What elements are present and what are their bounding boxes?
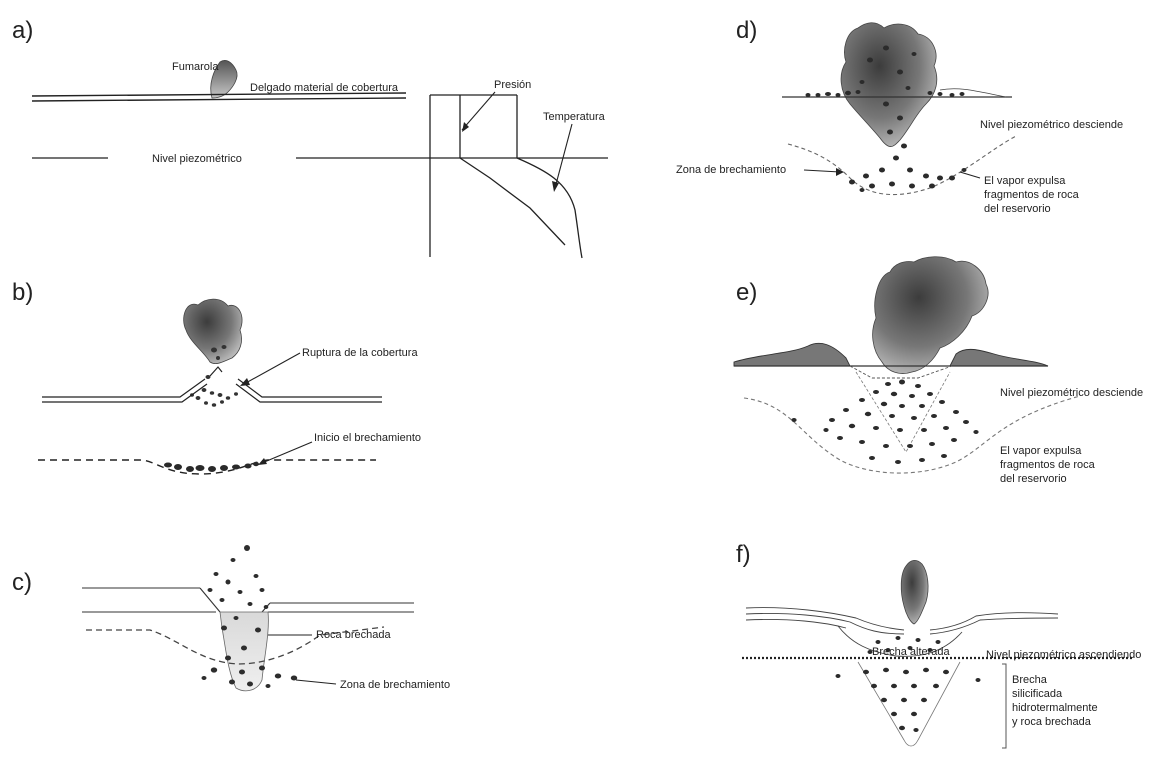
- breccia-cone-f: [858, 662, 960, 746]
- zona-brechamiento-d-arrow: [804, 170, 840, 172]
- panel-b: b) Ruptura de la cobertura: [12, 279, 421, 474]
- ejecta-mound-left: [734, 343, 850, 366]
- silicificada-line3: hidrotermalmente: [1012, 702, 1098, 714]
- breccia-start-b: [164, 462, 259, 472]
- vapor-d-line3: del reservorio: [984, 203, 1051, 215]
- cover-line-bottom: [32, 98, 406, 101]
- zona-brechamiento-c-label: Zona de brechamiento: [340, 679, 450, 691]
- panel-d-letter: d): [736, 17, 757, 44]
- panel-a-letter: a): [12, 17, 33, 44]
- panel-a: a) Fumarola Delgado material de cobertur…: [12, 17, 608, 258]
- surface-lines-c: [82, 588, 414, 612]
- broken-cover-b: [42, 367, 382, 402]
- brecha-alterada-label: Brecha alterada: [872, 646, 951, 658]
- nivel-desciende-e-label: Nivel piezométrico desciende: [1000, 387, 1143, 399]
- plume-b: [184, 299, 242, 364]
- water-table-label: Nivel piezométrico: [152, 153, 242, 165]
- presion-label: Presión: [494, 79, 531, 91]
- vapor-e-line1: El vapor expulsa: [1000, 445, 1082, 457]
- panel-f-letter: f): [736, 541, 751, 568]
- fragments-e: [791, 380, 978, 465]
- vapor-d-line1: El vapor expulsa: [984, 175, 1066, 187]
- panel-e: e) Nivel piezométr: [734, 257, 1143, 485]
- vapor-d-leader: [960, 172, 980, 178]
- temperatura-arrow: [555, 124, 572, 188]
- plume-f: [901, 560, 928, 624]
- vapor-e-line2: fragmentos de roca: [1000, 459, 1096, 471]
- inicio-label: Inicio el brechamiento: [314, 432, 421, 444]
- cover-label: Delgado material de cobertura: [250, 82, 399, 94]
- nivel-ascendiendo-label: Nivel piezométrico ascendiendo: [986, 649, 1141, 661]
- fumarola-label: Fumarola: [172, 61, 219, 73]
- zona-brechamiento-c-leader: [296, 680, 336, 684]
- panel-d: d) Nivel piezométrico desciende Zona de …: [676, 17, 1123, 215]
- nivel-desciende-d-label: Nivel piezométrico desciende: [980, 119, 1123, 131]
- vapor-e-line3: del reservorio: [1000, 473, 1067, 485]
- water-table-b: [38, 460, 376, 474]
- panel-c-letter: c): [12, 569, 32, 596]
- panel-c: c) Roca brechada Zona de: [12, 545, 450, 691]
- silicificada-line1: Brecha: [1012, 674, 1048, 686]
- temperatura-label: Temperatura: [543, 111, 606, 123]
- panel-b-letter: b): [12, 279, 33, 306]
- ruptura-arrow: [244, 353, 300, 384]
- panel-e-letter: e): [736, 279, 757, 306]
- ruptura-label: Ruptura de la cobertura: [302, 347, 418, 359]
- brace-f: [1002, 664, 1006, 748]
- vapor-d-line2: fragmentos de roca: [984, 189, 1080, 201]
- ejecta-mound-right: [950, 349, 1048, 366]
- plume-d: [841, 23, 937, 147]
- zona-brechamiento-d-label: Zona de brechamiento: [676, 164, 786, 176]
- roca-brechada-label: Roca brechada: [316, 629, 391, 641]
- silicificada-line2: silicificada: [1012, 688, 1063, 700]
- presion-arrow: [462, 92, 495, 130]
- silicificada-line4: y roca brechada: [1012, 716, 1092, 728]
- panel-f: f) Brecha alterada Nivel: [736, 541, 1141, 748]
- breccia-body-c: [220, 612, 268, 691]
